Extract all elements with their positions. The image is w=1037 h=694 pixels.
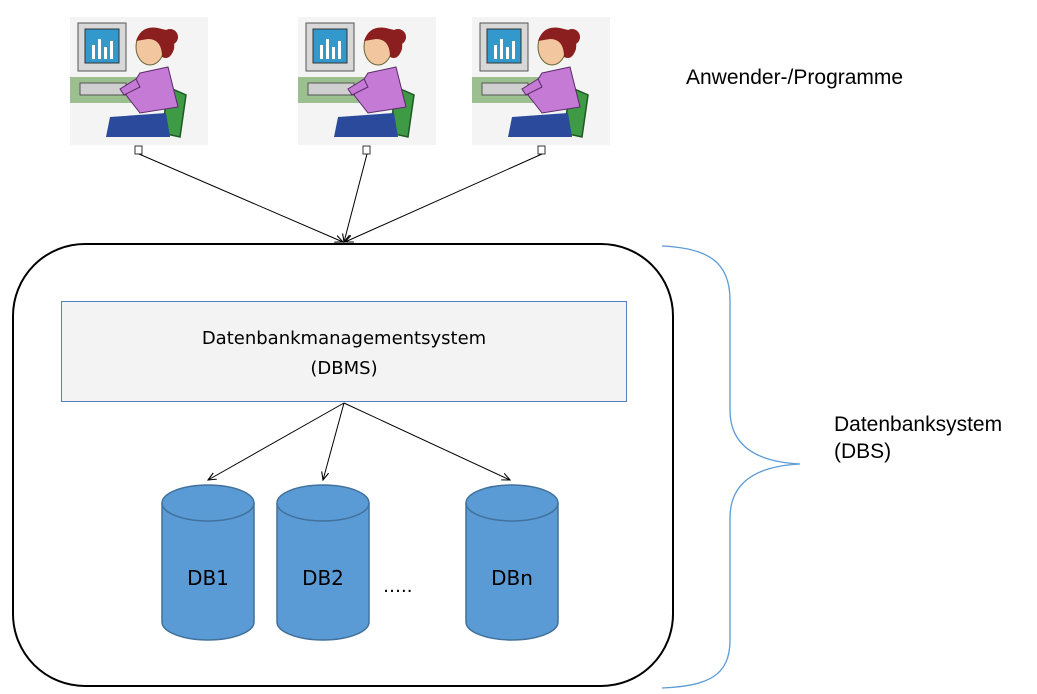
arrow-db2 [323,402,345,480]
db2-cylinder-icon [276,484,370,641]
arrow-dbn [343,402,510,480]
dbn-label: DBn [491,566,533,590]
connector-2 [362,145,371,155]
ellipsis: ….. [383,576,413,597]
dbn-cylinder-icon [465,484,559,641]
dbs-brace [661,245,801,689]
dbs-label: Datenbanksystem [834,413,1003,436]
connector-1 [134,145,143,155]
arrow-user-3 [345,153,543,242]
dbms-box: Datenbankmanagementsystem (DBMS) [61,301,627,402]
user-2-icon [297,16,437,146]
dbms-title: Datenbankmanagementsystem [201,328,487,349]
arrow-db1 [208,402,345,480]
arrow-user-2 [344,153,368,242]
db2-label: DB2 [302,566,344,590]
user-3-icon [471,16,611,146]
arrow-user-1 [138,153,343,242]
dbms-abbrev: (DBMS) [310,358,378,379]
db1-label: DB1 [187,566,229,590]
connector-3 [537,145,546,155]
db1-cylinder-icon [161,484,255,641]
dbs-abbrev: (DBS) [834,440,892,463]
dbs-container [12,243,674,687]
user-1-icon [69,16,209,146]
users-label: Anwender-/Programme [686,66,904,89]
